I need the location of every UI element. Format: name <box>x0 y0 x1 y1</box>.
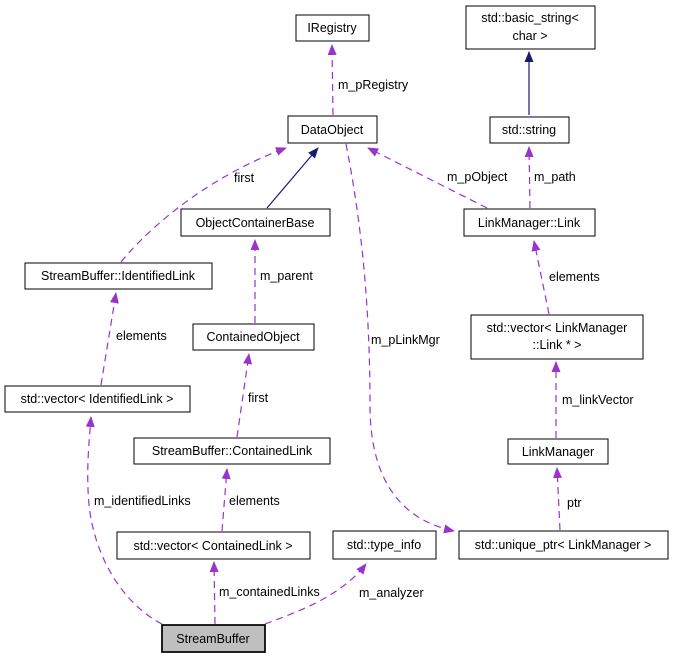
node-std-unique-ptr-linkmanager-box <box>458 530 669 560</box>
node-vector-identifiedlink-label: std::vector< IdentifiedLink > <box>21 392 174 406</box>
edge-label-m-analyzer: m_analyzer <box>359 586 424 600</box>
node-streambuffer-box <box>161 624 266 653</box>
node-containedobject[interactable]: ContainedObject <box>192 323 315 351</box>
node-linkmanager-link-label: LinkManager::Link <box>478 216 581 230</box>
node-dataobject[interactable]: DataObject <box>287 115 378 144</box>
node-linkmanager[interactable]: LinkManager <box>507 438 609 465</box>
node-vector-linkmanager-link-ptr-label-line1: std::vector< LinkManager <box>487 321 628 335</box>
edge-label-m-plinkmgr: m_pLinkMgr <box>371 333 440 347</box>
edge-label-m-containedlinks: m_containedLinks <box>219 585 320 599</box>
edge-first-identified-arrow <box>120 147 287 263</box>
edge-label-first-identified: first <box>234 171 255 185</box>
node-std-string-box <box>489 116 570 144</box>
edge-label-m-pobject: m_pObject <box>447 170 508 184</box>
node-vector-identifiedlink[interactable]: std::vector< IdentifiedLink > <box>4 385 191 413</box>
node-std-type-info[interactable]: std::type_info <box>332 530 437 560</box>
node-objectcontainerbase-label: ObjectContainerBase <box>196 216 315 230</box>
node-containedobject-box <box>192 323 315 351</box>
edge-label-elements-contained: elements <box>229 494 280 508</box>
node-iregistry-label: IRegistry <box>307 21 357 35</box>
edge-elements-links-arrow <box>531 240 550 315</box>
node-vector-containedlink-label: std::vector< ContainedLink > <box>133 539 292 553</box>
node-iregistry-box <box>295 14 370 42</box>
edge-m-analyzer-arrow <box>264 563 367 625</box>
node-std-basic-string-label-line2: char > <box>512 29 547 43</box>
node-streambuffer-label: StreamBuffer <box>176 632 249 646</box>
node-streambuffer-identifiedlink[interactable]: StreamBuffer::IdentifiedLink <box>24 262 213 290</box>
node-vector-identifiedlink-box <box>4 385 191 413</box>
edge-label-m-pregistry: m_pRegistry <box>338 78 409 92</box>
node-std-type-info-box <box>332 530 437 560</box>
node-linkmanager-link-box <box>463 208 596 237</box>
node-linkmanager-link[interactable]: LinkManager::Link <box>463 208 596 237</box>
edge-m-pobject-arrow <box>367 147 488 209</box>
edge-label-m-identifiedlinks: m_identifiedLinks <box>94 494 191 508</box>
node-linkmanager-label: LinkManager <box>522 445 594 459</box>
edge-label-elements-links: elements <box>549 270 600 284</box>
edge-first-contained-arrow <box>236 353 253 438</box>
node-vector-linkmanager-link-ptr-box <box>470 314 644 360</box>
node-streambuffer-identifiedlink-label: StreamBuffer::IdentifiedLink <box>41 269 196 283</box>
edge-label-elements-identified: elements <box>116 329 167 343</box>
node-streambuffer[interactable]: StreamBuffer <box>161 624 266 653</box>
edge-label-ptr: ptr <box>567 496 582 510</box>
edge-elements-identified-arrow <box>100 292 119 386</box>
node-vector-linkmanager-link-ptr[interactable]: std::vector< LinkManager ::Link * > <box>470 314 644 360</box>
node-vector-containedlink[interactable]: std::vector< ContainedLink > <box>116 531 311 560</box>
node-streambuffer-identifiedlink-box <box>24 262 213 290</box>
edge-label-first-contained: first <box>248 391 269 405</box>
node-objectcontainerbase[interactable]: ObjectContainerBase <box>180 208 331 237</box>
node-linkmanager-box <box>507 438 609 465</box>
node-std-unique-ptr-linkmanager[interactable]: std::unique_ptr< LinkManager > <box>458 530 669 560</box>
node-std-type-info-label: std::type_info <box>347 538 421 552</box>
node-dataobject-label: DataObject <box>301 123 364 137</box>
edge-inherit-dataobject-arrow <box>266 147 319 209</box>
node-streambuffer-containedlink-label: StreamBuffer::ContainedLink <box>152 444 313 458</box>
node-streambuffer-containedlink-box <box>133 437 331 465</box>
node-std-unique-ptr-linkmanager-label: std::unique_ptr< LinkManager > <box>475 538 652 552</box>
node-std-basic-string[interactable]: std::basic_string< char > <box>465 5 596 50</box>
node-std-basic-string-box <box>465 5 596 50</box>
edge-m-identifiedlinks-arrow <box>85 416 163 625</box>
edge-label-m-path: m_path <box>534 170 576 184</box>
node-streambuffer-containedlink[interactable]: StreamBuffer::ContainedLink <box>133 437 331 465</box>
node-containedobject-label: ContainedObject <box>206 330 300 344</box>
node-vector-linkmanager-link-ptr-label-line2: ::Link * > <box>533 338 582 352</box>
node-std-basic-string-label-line1: std::basic_string< <box>481 11 579 25</box>
node-std-string-label: std::string <box>502 123 556 137</box>
edge-label-m-linkvector: m_linkVector <box>562 393 634 407</box>
edge-label-m-parent: m_parent <box>260 269 313 283</box>
node-dataobject-box <box>287 115 378 144</box>
node-vector-containedlink-box <box>116 531 311 560</box>
edge-elements-contained-arrow <box>221 468 231 532</box>
edge-m-pregistry-arrow <box>327 44 337 116</box>
node-iregistry[interactable]: IRegistry <box>295 14 370 42</box>
edge-ptr-arrow <box>552 467 562 531</box>
node-std-string[interactable]: std::string <box>489 116 570 144</box>
node-objectcontainerbase-box <box>180 208 331 237</box>
edge-m-path-arrow <box>524 146 534 209</box>
edge-m-containedlinks-arrow <box>209 561 219 625</box>
edge-m-plinkmgr-arrow <box>345 143 455 534</box>
